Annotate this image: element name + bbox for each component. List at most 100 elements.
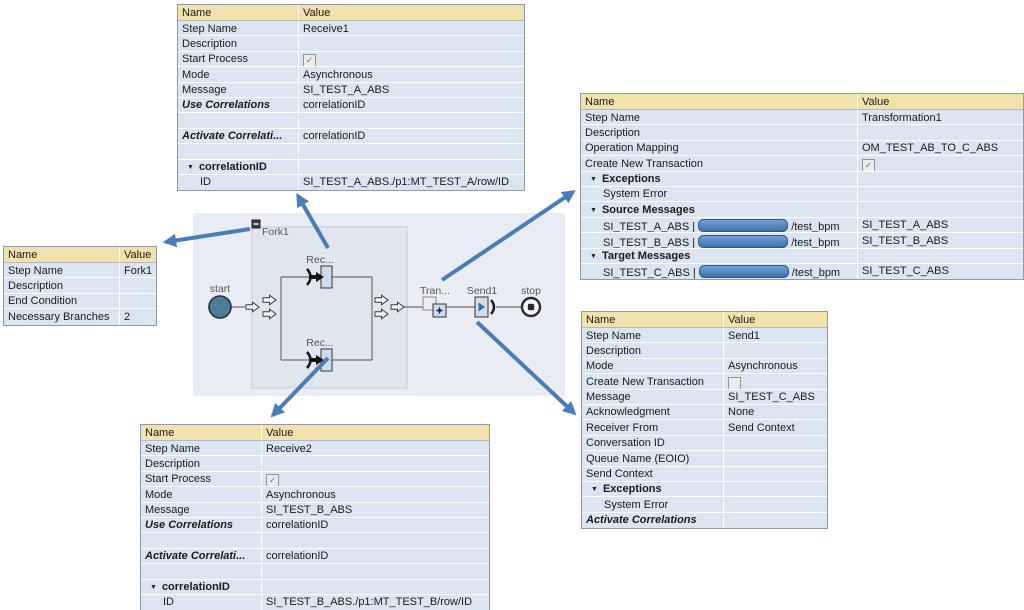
property-value-cell[interactable]: ✓ — [298, 51, 524, 67]
checkbox-checked[interactable]: ✓ — [862, 158, 875, 171]
send-play-icon — [478, 302, 485, 312]
collapse-triangle-icon[interactable]: ▼ — [590, 206, 597, 214]
stop-node[interactable] — [520, 296, 542, 318]
stop-label: stop — [521, 285, 541, 297]
fork-split-icon[interactable] — [245, 294, 277, 320]
property-value-cell[interactable]: None — [723, 404, 827, 420]
property-value-cell[interactable] — [857, 171, 1023, 186]
message-arc-icon — [490, 299, 496, 315]
property-value-cell[interactable] — [298, 36, 524, 51]
property-name-text: Description — [8, 279, 64, 292]
collapse-triangle-icon[interactable]: ▼ — [187, 164, 194, 172]
column-header: Name — [182, 7, 212, 19]
property-value-cell[interactable]: correlationID — [298, 128, 524, 144]
receive1-node[interactable] — [305, 265, 333, 289]
property-value-cell[interactable]: SI_TEST_A_ABS./p1:MT_TEST_A/row/ID — [298, 174, 524, 191]
property-value-cell[interactable] — [119, 278, 156, 293]
property-row: ▼ Source Messages — [581, 202, 1023, 218]
property-value-cell[interactable] — [298, 113, 524, 128]
property-value-cell[interactable] — [119, 293, 156, 309]
property-value-cell[interactable] — [857, 186, 1023, 202]
property-value-cell[interactable]: SI_TEST_A_ABS — [857, 217, 1023, 233]
collapse-triangle-icon[interactable]: ▼ — [591, 486, 598, 494]
property-row — [141, 533, 489, 549]
collapse-triangle-icon[interactable]: ▼ — [590, 176, 597, 184]
send-node[interactable] — [474, 296, 496, 318]
collapse-triangle-icon[interactable]: ▼ — [150, 584, 157, 592]
property-value-cell[interactable]: Asynchronous — [261, 487, 489, 502]
property-name-text: Step Name — [585, 111, 641, 124]
property-value-cell[interactable] — [723, 481, 827, 497]
property-row: Activate Correlati...correlationID — [178, 128, 524, 145]
start-node[interactable] — [208, 295, 232, 319]
property-value-cell[interactable] — [261, 456, 489, 471]
property-row: Activate Correlati...correlationID — [141, 548, 489, 565]
property-value-cell[interactable]: Transformation1 — [857, 110, 1023, 125]
checkbox-unchecked[interactable] — [728, 376, 741, 389]
property-value-cell[interactable]: Asynchronous — [723, 358, 827, 374]
column-header: Value — [723, 312, 827, 327]
property-name-cell: Necessary Branches — [4, 309, 119, 324]
property-name-text: Mode — [145, 488, 173, 501]
property-value-cell[interactable] — [723, 343, 827, 358]
property-value-cell[interactable]: SI_TEST_B_ABS — [857, 233, 1023, 248]
property-value-cell[interactable] — [857, 202, 1023, 217]
property-value-cell[interactable]: ✓ — [857, 156, 1023, 171]
property-value-cell[interactable]: SI_TEST_B_ABS — [261, 502, 489, 517]
property-value-cell[interactable]: SI_TEST_C_ABS — [857, 263, 1023, 280]
property-value-cell[interactable] — [723, 466, 827, 481]
property-value-cell[interactable]: Receive2 — [261, 441, 489, 456]
property-value-cell[interactable] — [298, 144, 524, 159]
property-value-cell[interactable]: SI_TEST_B_ABS./p1:MT_TEST_B/row/ID — [261, 594, 489, 610]
property-row: ▼Exceptions — [582, 481, 827, 498]
property-value-cell[interactable]: Send Context — [723, 420, 827, 435]
property-row: ▼Exceptions — [581, 171, 1023, 187]
property-value-cell[interactable]: Send1 — [723, 328, 827, 343]
property-value-cell[interactable] — [723, 451, 827, 466]
property-name-cell: Message — [582, 390, 723, 404]
property-value-cell[interactable]: Fork1 — [119, 263, 156, 278]
property-value-cell[interactable]: correlationID — [261, 517, 489, 533]
transformation-node[interactable] — [422, 296, 447, 318]
property-value-cell[interactable] — [261, 579, 489, 594]
property-value-cell[interactable] — [857, 125, 1023, 140]
property-name-text: Source Messages — [601, 203, 695, 216]
collapse-icon[interactable] — [251, 219, 261, 229]
property-value-cell[interactable]: SI_TEST_C_ABS — [723, 389, 827, 404]
receive2-label: Rec... — [306, 337, 333, 349]
property-row: Description — [178, 36, 524, 52]
property-value-cell[interactable] — [261, 564, 489, 579]
property-value-cell[interactable]: correlationID — [261, 548, 489, 564]
property-value-cell[interactable] — [261, 533, 489, 548]
property-value-cell[interactable]: correlationID — [298, 97, 524, 113]
property-row: ▼correlationID — [178, 159, 524, 175]
property-value-cell[interactable]: SI_TEST_A_ABS — [298, 82, 524, 97]
property-value-cell[interactable]: OM_TEST_AB_TO_C_ABS — [857, 140, 1023, 156]
property-name-text: Use Correlations — [182, 99, 271, 112]
property-value-cell[interactable] — [723, 497, 827, 512]
property-value-cell[interactable] — [723, 374, 827, 389]
property-value-cell[interactable] — [857, 248, 1023, 263]
property-value-cell[interactable] — [723, 435, 827, 451]
collapse-triangle-icon[interactable]: ▼ — [590, 253, 597, 261]
checkbox-checked[interactable]: ✓ — [266, 474, 279, 487]
property-row: Activate Correlations — [582, 512, 827, 529]
property-name-text: Step Name — [182, 22, 238, 35]
property-name-text: Description — [182, 37, 238, 50]
property-name-cell: Step Name — [4, 263, 119, 277]
property-value-cell[interactable]: ✓ — [261, 471, 489, 487]
checkbox-checked[interactable]: ✓ — [303, 54, 316, 67]
property-value-cell[interactable] — [723, 512, 827, 529]
property-name-cell: Activate Correlati... — [141, 549, 261, 563]
property-value-cell[interactable]: 2 — [119, 309, 156, 325]
property-value-cell[interactable] — [298, 159, 524, 174]
transformation-label: Tran... — [420, 285, 450, 297]
property-value-cell[interactable]: Asynchronous — [298, 67, 524, 82]
property-name-text: Start Process — [182, 53, 249, 66]
property-value-cell[interactable]: Receive1 — [298, 21, 524, 36]
join-icon[interactable] — [374, 294, 405, 320]
